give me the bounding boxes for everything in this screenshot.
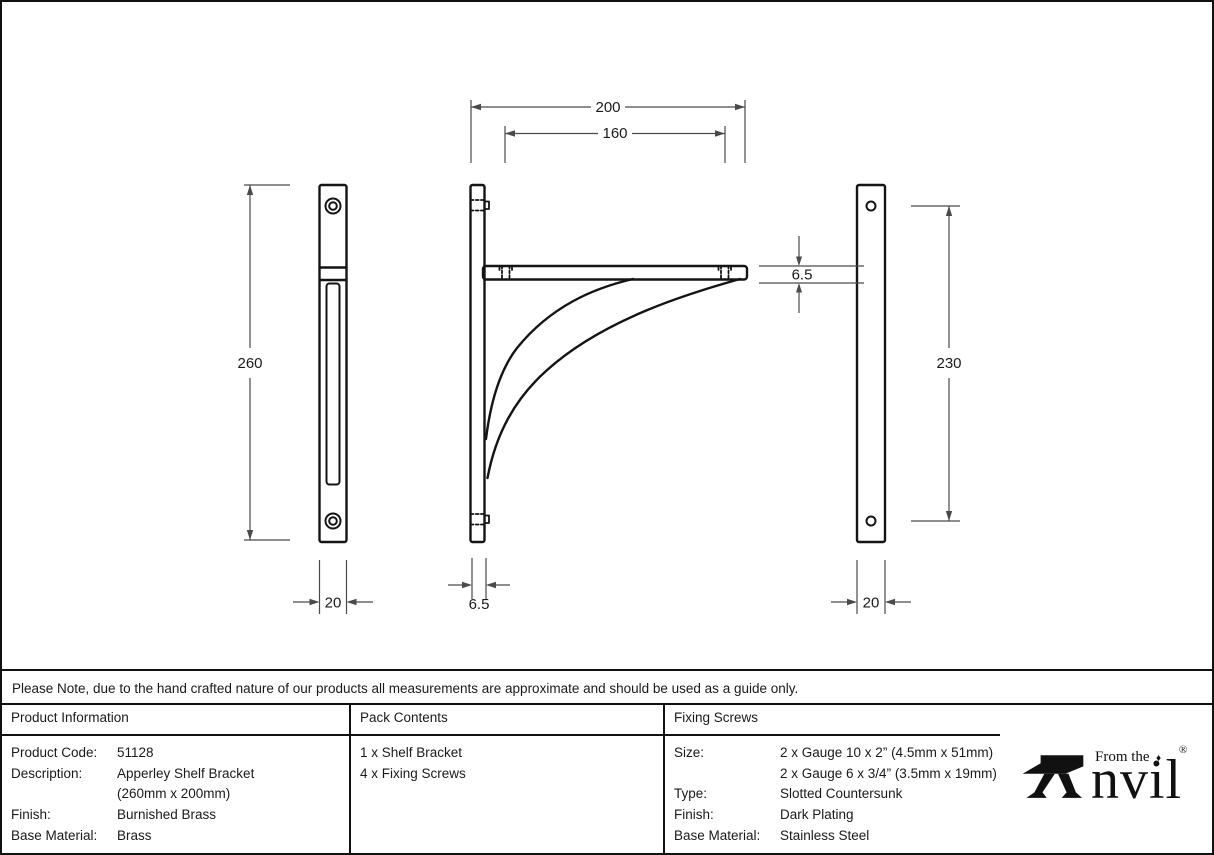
row-label bbox=[11, 784, 117, 805]
dim-label-160: 160 bbox=[602, 125, 627, 142]
row-label: Size: bbox=[674, 745, 705, 760]
side-view bbox=[469, 183, 749, 544]
row-value: (260mm x 200mm) bbox=[117, 786, 231, 802]
table-row: Product Code: 51128 bbox=[11, 743, 349, 764]
spec-table: Product Information Product Code: 51128 … bbox=[2, 703, 1212, 853]
dim-label-260: 260 bbox=[237, 355, 262, 372]
row-value: Dark Plating bbox=[780, 807, 854, 823]
pack-contents-header: Pack Contents bbox=[351, 705, 663, 736]
technical-drawing: 200 160 6.5 260 230 20 6.5 20 bbox=[237, 99, 962, 614]
plate-screw-hole-top bbox=[469, 199, 490, 212]
product-information-header: Product Information bbox=[2, 705, 349, 736]
row-label: Base Material: bbox=[674, 827, 761, 843]
logo-diamond-icon: ♦ bbox=[1156, 753, 1162, 764]
arm-screw-hole-right bbox=[717, 265, 732, 281]
front-slot bbox=[325, 282, 341, 486]
fixing-screws-column: Fixing Screws Size: 2 x Gauge 10 x 2” (4… bbox=[663, 705, 1000, 853]
row-label: Description: bbox=[11, 765, 83, 781]
row-label bbox=[674, 764, 780, 785]
pack-contents-column: Pack Contents 1 x Shelf Bracket 4 x Fixi… bbox=[349, 705, 663, 853]
logo-anvil-text: nvil bbox=[1091, 749, 1183, 811]
table-row: 2 x Gauge 6 x 3/4” (3.5mm x 19mm) bbox=[674, 764, 1000, 785]
arm-screw-hole-left bbox=[498, 265, 513, 281]
dim-plate-thickness bbox=[448, 558, 510, 599]
fixing-screws-header: Fixing Screws bbox=[665, 705, 1000, 736]
table-row: Size: 2 x Gauge 10 x 2” (4.5mm x 51mm) bbox=[674, 743, 1000, 764]
row-label: Finish: bbox=[11, 807, 51, 823]
dim-arm-hole-spacing bbox=[504, 126, 726, 163]
row-value: Apperley Shelf Bracket bbox=[117, 765, 255, 781]
table-row: Finish: Burnished Brass bbox=[11, 805, 349, 826]
product-information-column: Product Information Product Code: 51128 … bbox=[2, 705, 349, 853]
row-value: Brass bbox=[117, 827, 152, 843]
row-value: Burnished Brass bbox=[117, 807, 217, 823]
plate-screw-hole-bottom bbox=[469, 513, 490, 526]
dim-label-left-20: 20 bbox=[325, 595, 342, 612]
row-value: Stainless Steel bbox=[780, 827, 870, 843]
table-row: Base Material: Stainless Steel bbox=[674, 826, 1000, 847]
dim-label-right-20: 20 bbox=[863, 595, 880, 612]
list-item: 1 x Shelf Bracket bbox=[360, 745, 463, 760]
logo-from-the: From the bbox=[1095, 749, 1150, 765]
dim-label-arm-6-5: 6.5 bbox=[792, 267, 813, 284]
dim-label-230: 230 bbox=[936, 355, 961, 372]
row-value: 2 x Gauge 10 x 2” (4.5mm x 51mm) bbox=[780, 745, 994, 760]
row-value: 51128 bbox=[117, 745, 154, 760]
dim-overall-depth bbox=[470, 100, 746, 163]
row-label: Type: bbox=[674, 786, 708, 802]
note-text: Please Note, due to the hand crafted nat… bbox=[12, 680, 799, 696]
front-view bbox=[318, 183, 348, 544]
table-row: Finish: Dark Plating bbox=[674, 805, 1000, 826]
brace-inner-curve bbox=[484, 277, 635, 441]
table-row: Type: Slotted Countersunk bbox=[674, 784, 1000, 805]
row-value: Slotted Countersunk bbox=[780, 786, 903, 802]
shelf-arm bbox=[481, 264, 749, 281]
back-view bbox=[855, 183, 887, 544]
registered-trademark-icon: ® bbox=[1179, 744, 1188, 756]
dim-plate-hole-spacing bbox=[911, 205, 960, 522]
measurement-note: Please Note, due to the hand crafted nat… bbox=[2, 669, 1212, 705]
row-label: Finish: bbox=[674, 807, 714, 823]
dim-label-200: 200 bbox=[595, 99, 620, 116]
anvil-icon bbox=[1022, 755, 1084, 798]
row-label: Product Code: bbox=[11, 745, 98, 760]
table-row: Base Material: Brass bbox=[11, 826, 349, 847]
dim-arrowheads bbox=[246, 103, 953, 606]
dim-label-bottom-6-5: 6.5 bbox=[469, 596, 490, 613]
table-row: Description: Apperley Shelf Bracket bbox=[11, 764, 349, 785]
list-item: 4 x Fixing Screws bbox=[360, 765, 466, 781]
dim-plate-height bbox=[244, 184, 290, 541]
brace-outer-curve bbox=[486, 277, 742, 480]
wall-plate bbox=[469, 183, 486, 544]
row-value: 2 x Gauge 6 x 3/4” (3.5mm x 19mm) bbox=[780, 765, 997, 781]
table-row: (260mm x 200mm) bbox=[11, 784, 349, 805]
row-label: Base Material: bbox=[11, 827, 98, 843]
